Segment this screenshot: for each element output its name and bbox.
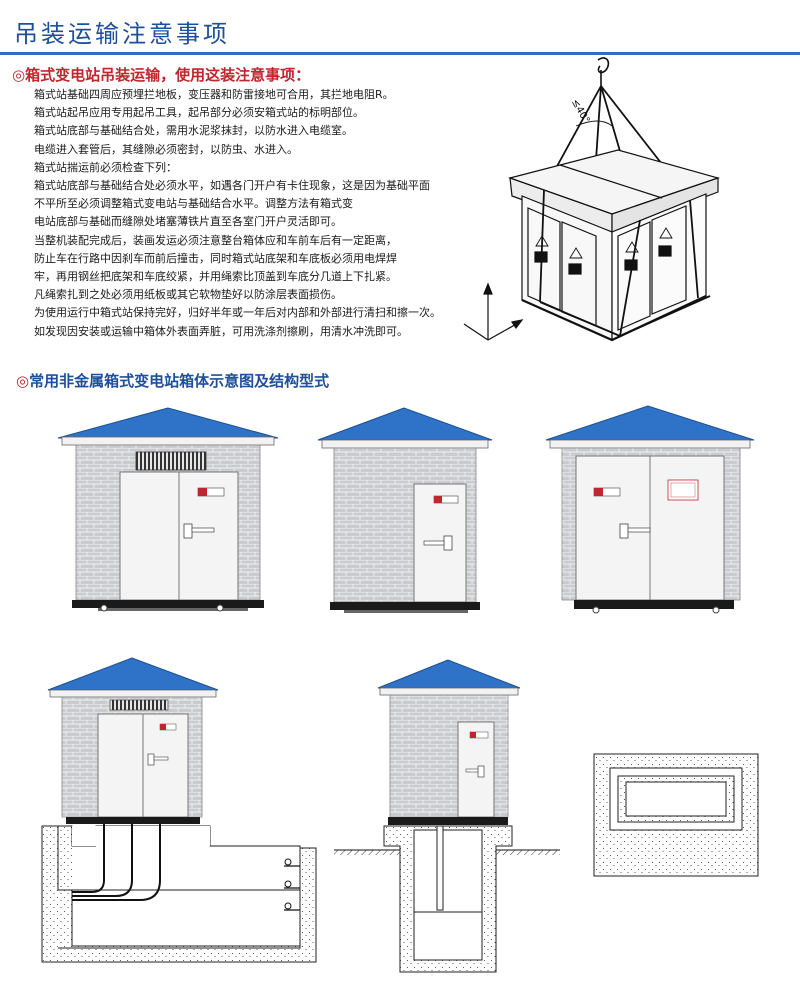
- section2-heading: ◎常用非金属箱式变电站箱体示意图及结构型式: [16, 370, 329, 391]
- hoisting-diagram: ≤40°: [463, 57, 721, 342]
- body-line: 箱式站揣运前必须检查下列：: [34, 160, 177, 174]
- body-line: 箱式站底部与基础结合处必须水平，如遇各门开户有卡住现象，这是因为基础平面: [34, 179, 430, 193]
- body-line: 电缆进入套管后，其缝隙必须密封，以防虫、水进入。: [34, 142, 298, 156]
- title-underline: [0, 52, 800, 55]
- body-line: 为使用运行中箱式站保持完好，归好半年或一年后对内部和外部进行清扫和擦一次。: [34, 306, 441, 320]
- section2-heading-text: 常用非金属箱式变电站箱体示意图及结构型式: [29, 372, 330, 390]
- enclosure-on-cable-pit: [334, 659, 560, 973]
- page-title: 吊装运输注意事项: [14, 20, 230, 48]
- bullet-circle-icon: ◎: [12, 66, 26, 84]
- enclosure-double-door-vented: [57, 407, 279, 612]
- enclosure-on-cable-trench: [41, 657, 317, 963]
- angle-label: ≤40°: [569, 97, 592, 125]
- body-line: 牢，再用钢丝把底架和车底绞紧，并用绳索比顶盖到车底分几道上下扎紧。: [34, 270, 397, 284]
- enclosure-single-door: [317, 407, 493, 613]
- body-line: 箱式站底部与基础结合处，需用水泥浆抹封，以防水进入电缆室。: [34, 124, 353, 138]
- section1-heading-text: 箱式变电站吊装运输，使用这装注意事项：: [25, 66, 311, 84]
- body-line: 箱式站起吊应用专用起吊工具，起吊部分必须安箱式站的标明部位。: [34, 106, 364, 120]
- section1-heading: ◎箱式变电站吊装运输，使用这装注意事项：: [12, 64, 310, 85]
- enclosure-wide-double-door: [545, 405, 755, 614]
- bullet-circle-icon: ◎: [16, 372, 30, 390]
- foundation-plan-view: [593, 753, 759, 877]
- section1-body: 箱式站基础四周应预埋拦地板，变压器和防雷接地可合用，其拦地电阻R。 箱式站起吊应…: [34, 86, 504, 341]
- body-line: 箱式站基础四周应预埋拦地板，变压器和防雷接地可合用，其拦地电阻R。: [34, 88, 394, 101]
- body-line: 凡绳索扎到之处必须用纸板或其它软物垫好以防涂层表面损伤。: [34, 288, 342, 302]
- body-line: 防止车在行路中因刹车而前后撞击，同时箱式站底架和车底板必须用电焊焊: [34, 251, 397, 265]
- body-line: 不平所至必须调整箱式变电站与基础结合水平。调整方法有箱式变: [34, 197, 353, 211]
- body-line: 如发现因安装或运输中箱体外表面弄脏，可用洗涤剂擦刷，用清水冲洗即可。: [34, 324, 408, 338]
- body-line: 电站底部与基础而缝隙处堵塞薄铁片直至各室门开户灵活即可。: [34, 215, 342, 229]
- body-line: 当整机装配完成后，装画发运必须注意整台箱体应和车前车后有一定距离，: [34, 233, 397, 247]
